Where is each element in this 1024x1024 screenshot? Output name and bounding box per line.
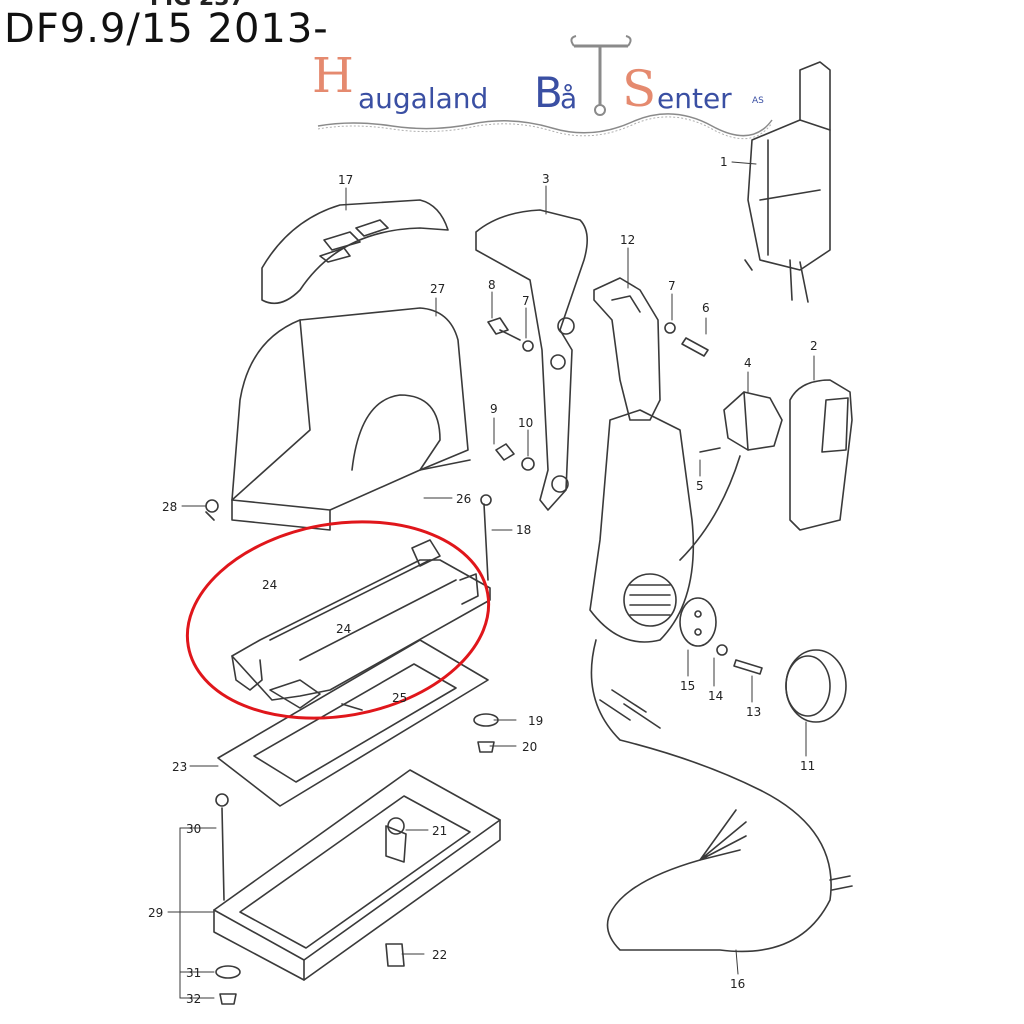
label-8: 8 [488, 278, 496, 292]
label-4: 4 [744, 356, 752, 370]
label-16: 16 [730, 977, 745, 991]
label-7: 7 [522, 294, 530, 308]
label-25: 25 [392, 691, 407, 705]
part-24-rails [231, 539, 491, 709]
logo-suffix: AS [752, 96, 764, 106]
figure-label: FIG 237 [150, 0, 245, 11]
logo-letter-s: S [622, 60, 657, 118]
part-17-top-cover [261, 199, 449, 305]
fasteners [205, 317, 763, 1005]
label-28: 28 [162, 500, 177, 514]
highlight-ring [185, 520, 491, 720]
label-5: 5 [696, 479, 704, 493]
label-15: 15 [680, 679, 695, 693]
part-2-grip [789, 379, 853, 531]
label-19: 19 [528, 714, 543, 728]
label-7b: 7 [668, 279, 676, 293]
label-31: 31 [186, 966, 201, 980]
part-1-remote-control [744, 61, 831, 303]
logo-letter-a-ring: å [560, 82, 578, 115]
label-2: 2 [810, 339, 818, 353]
label-23: 23 [172, 760, 187, 774]
part-4-switch [679, 391, 783, 561]
label-17: 17 [338, 173, 353, 187]
label-32: 32 [186, 992, 201, 1006]
label-21: 21 [432, 824, 447, 838]
logo-word-enter: enter [657, 82, 732, 115]
part-27-housing [231, 307, 471, 531]
label-11: 11 [800, 759, 815, 773]
label-18: 18 [516, 523, 531, 537]
label-14: 14 [708, 689, 723, 703]
part-15-plate [679, 597, 717, 647]
part-12-bracket [593, 277, 661, 421]
control-arm-body [589, 409, 695, 643]
label-13: 13 [746, 705, 761, 719]
leader-lines [167, 161, 815, 999]
label-20: 20 [522, 740, 537, 754]
label-6: 6 [702, 301, 710, 315]
logo-word-augaland: augaland [358, 82, 489, 115]
label-26: 26 [456, 492, 471, 506]
part-number-labels: 1 2 3 4 5 6 7 7 8 9 10 11 12 13 14 15 16… [148, 155, 818, 1006]
anchor-icon [317, 35, 773, 140]
part-3-lever [475, 209, 588, 511]
label-10: 10 [518, 416, 533, 430]
label-24-upper: 24 [262, 578, 277, 592]
label-3: 3 [542, 172, 550, 186]
part-16-harness [590, 639, 853, 953]
label-24-lower: 24 [336, 622, 351, 636]
label-12: 12 [620, 233, 635, 247]
part-11-cap [785, 649, 847, 723]
label-27: 27 [430, 282, 445, 296]
part-29-base [213, 769, 501, 981]
company-logo: H augaland B å S enter AS [312, 30, 782, 142]
part-23-gasket [217, 639, 489, 807]
label-22: 22 [432, 948, 447, 962]
label-30: 30 [186, 822, 201, 836]
logo-letter-b: B [534, 68, 563, 117]
label-9: 9 [490, 402, 498, 416]
label-29: 29 [148, 906, 163, 920]
page-title: DF9.9/15 2013- [4, 6, 329, 52]
label-1: 1 [720, 155, 728, 169]
logo-letter-h: H [312, 48, 354, 104]
